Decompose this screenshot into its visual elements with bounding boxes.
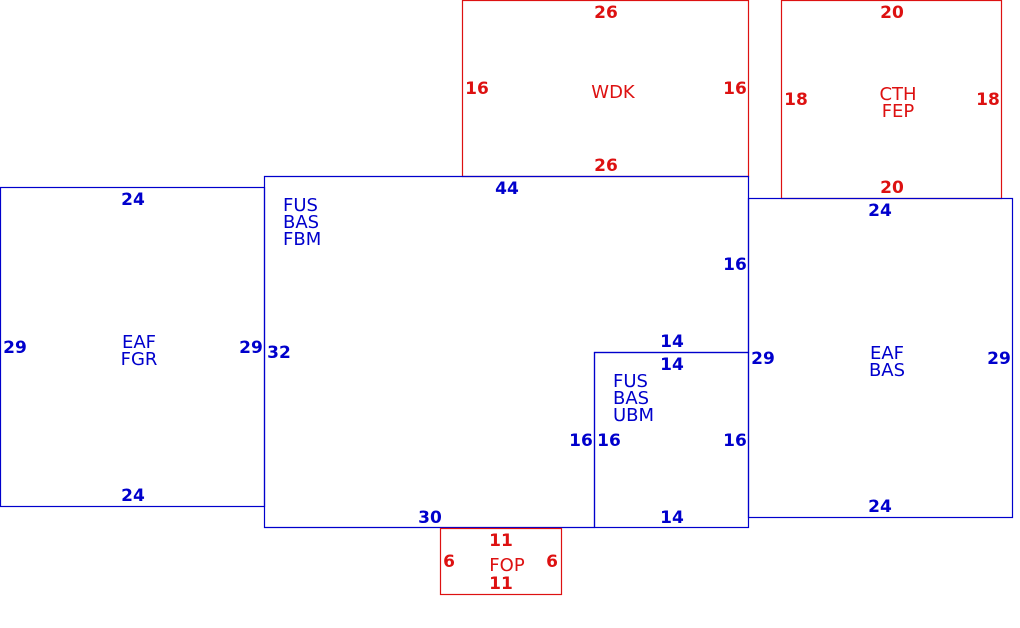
- area-wdk: WDK 26 26 16 16: [461, 0, 750, 178]
- area-wdk-dim-top: 26: [594, 3, 618, 23]
- area-eaf-fgr: EAF FGR 24 24 29 29: [0, 186, 266, 508]
- area-eaf-fgr-dim-top: 24: [121, 190, 145, 210]
- area-eaf-bas-dim-bottom: 24: [868, 497, 892, 517]
- area-fus-bas-fbm-code-2: BAS: [283, 212, 319, 233]
- area-fop: FOP 11 11 6 6: [439, 527, 563, 596]
- area-fop-code-1: FOP: [489, 555, 525, 576]
- area-fus-bas-fbm-dim-right: 16: [723, 255, 747, 275]
- area-eaf-fgr-dim-bottom: 24: [121, 486, 145, 506]
- area-wdk-dim-left: 16: [465, 79, 489, 99]
- area-fus-bas-ubm-dim-left: 16: [597, 431, 621, 451]
- area-fus-bas-ubm-code-1: FUS: [613, 371, 648, 392]
- area-eaf-bas-code-2: BAS: [869, 360, 905, 381]
- area-fus-bas-fbm-code-1: FUS: [283, 195, 318, 216]
- area-fus-bas-ubm-dim-bottom: 14: [660, 508, 684, 528]
- area-cth-fep-dim-left: 18: [784, 90, 808, 110]
- area-fus-bas-fbm-dim-bottom: 30: [418, 508, 442, 528]
- area-eaf-bas-outline: [747, 197, 1014, 519]
- area-fop-dim-bottom: 11: [489, 574, 513, 594]
- area-eaf-fgr-code-2: FGR: [121, 349, 158, 370]
- area-cth-fep-code-1: CTH: [879, 84, 916, 105]
- area-fus-bas-fbm-dim-notch-side: 16: [569, 431, 593, 451]
- area-wdk-code-1: WDK: [591, 82, 636, 103]
- area-eaf-fgr-dim-right: 29: [239, 338, 263, 358]
- area-cth-fep-dim-bottom: 20: [880, 178, 904, 198]
- area-wdk-dim-bottom: 26: [594, 156, 618, 176]
- area-cth-fep: CTH FEP 20 20 18 18: [780, 0, 1003, 200]
- area-fus-bas-ubm-code-2: BAS: [613, 388, 649, 409]
- area-cth-fep-dim-right: 18: [976, 90, 1000, 110]
- area-eaf-bas-code-1: EAF: [870, 343, 904, 364]
- area-cth-fep-dim-top: 20: [880, 3, 904, 23]
- area-fus-bas-ubm-dim-right: 16: [723, 431, 747, 451]
- area-eaf-bas: EAF BAS 24 24 29 29: [747, 197, 1014, 519]
- area-eaf-bas-dim-right: 29: [987, 349, 1011, 369]
- area-eaf-fgr-code-1: EAF: [122, 332, 156, 353]
- area-fop-dim-right: 6: [546, 552, 558, 572]
- area-fus-bas-fbm-code-3: FBM: [283, 229, 321, 250]
- area-fus-bas-fbm-dim-left: 32: [267, 343, 291, 363]
- area-eaf-fgr-dim-left: 29: [3, 338, 27, 358]
- area-cth-fep-code-2: FEP: [882, 101, 915, 122]
- area-fop-dim-left: 6: [443, 552, 455, 572]
- area-fus-bas-ubm-code-3: UBM: [613, 405, 654, 426]
- area-eaf-bas-dim-left: 29: [751, 349, 775, 369]
- area-fop-outline: [439, 527, 563, 596]
- area-fop-dim-top: 11: [489, 531, 513, 551]
- area-fus-bas-fbm-dim-notch-top: 14: [660, 332, 684, 352]
- area-wdk-dim-right: 16: [723, 79, 747, 99]
- area-fus-bas-fbm-dim-top: 44: [495, 179, 519, 199]
- area-eaf-bas-dim-top: 24: [868, 201, 892, 221]
- area-fus-bas-ubm-dim-top: 14: [660, 355, 684, 375]
- area-fus-bas-fbm: FUS BAS FBM 44 32 30 16 14 16: [263, 175, 750, 529]
- area-fus-bas-ubm: FUS BAS UBM 14 14 16 16: [593, 351, 750, 529]
